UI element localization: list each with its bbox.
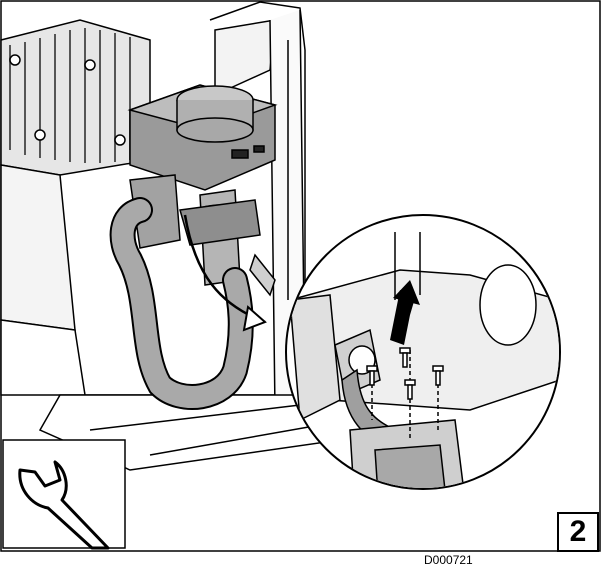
screw: [366, 365, 378, 386]
document-code: D000721: [424, 553, 473, 567]
screw: [432, 365, 444, 386]
fan-assembly: [127, 84, 278, 297]
arrow-up-icon: [390, 280, 420, 345]
heat-exchanger: [0, 19, 151, 176]
base-tray: [0, 164, 342, 471]
detail-zoom-circle: [285, 214, 561, 490]
screw: [404, 379, 416, 400]
step-number-badge: 2: [557, 512, 599, 552]
screw: [399, 347, 411, 368]
wrench-icon: [18, 460, 110, 550]
tool-box: [2, 439, 126, 550]
screw-set: [366, 347, 444, 400]
step-number: 2: [569, 515, 587, 548]
